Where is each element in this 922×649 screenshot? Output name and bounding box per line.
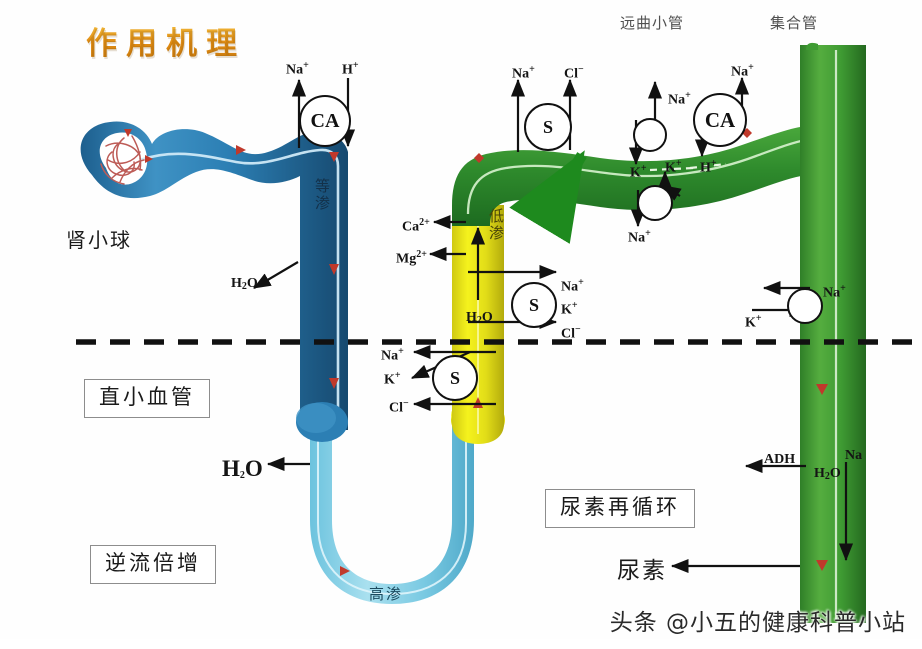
ion-label-na-distal-ca: Na+ — [731, 62, 754, 80]
ion-label-h2o-vasa-recta: H2O — [222, 456, 263, 481]
label-isotonic: 等渗 — [313, 178, 331, 212]
glomerulus-arterioles — [124, 129, 153, 163]
ion-label-mg-ascending: Mg2+ — [396, 249, 427, 267]
glomerulus-capillaries — [100, 135, 145, 185]
transporter-label: CA — [704, 107, 736, 132]
macula-densa-arrow — [509, 150, 587, 244]
transporter-s-distal: S — [524, 103, 572, 151]
ion-label-k-distal-2: K+ — [665, 158, 682, 176]
transporter-label: CA — [310, 109, 340, 132]
watermark: 头条 @小五的健康科普小站 — [609, 610, 906, 636]
label-distal-convoluted-tubule: 远曲小管 — [620, 14, 685, 32]
ion-label-na-distal-s: Na+ — [512, 64, 535, 82]
transporter-blank-distal-1 — [633, 118, 667, 152]
label-urea: 尿素 — [617, 558, 667, 584]
potassium-dashed-path — [649, 162, 727, 172]
transporter-label: S — [542, 116, 553, 137]
caption-urea-recycling: 尿素再循环 — [545, 489, 695, 528]
transporter-ca-distal: CA — [693, 93, 747, 147]
label-collecting-duct: 集合管 — [770, 14, 819, 32]
label-hypotonic: 低渗 — [487, 208, 505, 242]
ion-label-h2o-ascending: H2O — [466, 310, 493, 326]
transporter-s-ascend-lower: S — [432, 355, 478, 401]
ion-label-k-s-upper: K+ — [561, 300, 578, 318]
transporter-label: S — [449, 367, 460, 388]
ion-label-h2o-collecting: H2O — [814, 466, 841, 482]
label-hypertonic: 高渗 — [369, 585, 404, 603]
ion-label-na-s-lower: Na+ — [381, 346, 404, 364]
ion-label-na-distal-mid: Na+ — [668, 90, 691, 108]
ion-label-na-s-upper: Na+ — [561, 277, 584, 295]
ion-label-k-collecting: K+ — [745, 313, 762, 331]
collecting-duct-shape — [800, 42, 866, 623]
ion-label-h2o-proximal: H2O — [231, 276, 258, 292]
ion-label-k-distal-1: K+ — [630, 163, 647, 181]
ion-label-na-collecting: Na+ — [823, 283, 846, 301]
ion-label-na-distal-bottom: Na+ — [628, 228, 651, 246]
ion-label-cl-s-upper: Cl− — [561, 324, 581, 342]
page-title: 作用机理 — [86, 18, 246, 63]
transporter-blank-distal-2 — [637, 185, 673, 221]
footer-bar — [0, 639, 922, 649]
ion-label-na-proximal-apex: Na+ — [286, 60, 309, 78]
flow-direction-arrows — [236, 128, 828, 576]
label-glomerulus: 肾小球 — [66, 228, 132, 252]
caption-vasa-recta: 直小血管 — [84, 379, 210, 418]
transporter-s-ascend-upper: S — [511, 282, 557, 328]
ion-label-cl-distal-s: Cl− — [564, 64, 584, 82]
ion-label-na-collecting-flow: Na — [845, 448, 863, 463]
transporter-label: S — [528, 294, 539, 315]
transporter-blank-collect — [787, 288, 823, 324]
ion-label-h-distal: H+ — [700, 158, 717, 176]
caption-countercurrent-multiplication: 逆流倍增 — [90, 545, 216, 584]
ion-label-cl-s-lower: Cl− — [389, 398, 409, 416]
ion-label-ca-ascending: Ca2+ — [402, 217, 430, 235]
ion-label-h-proximal-apex: H+ — [342, 60, 359, 78]
ion-label-k-s-lower: K+ — [384, 370, 401, 388]
transporter-ca-proximal: CA — [299, 95, 351, 147]
ion-label-adh-collecting: ADH — [764, 452, 796, 467]
